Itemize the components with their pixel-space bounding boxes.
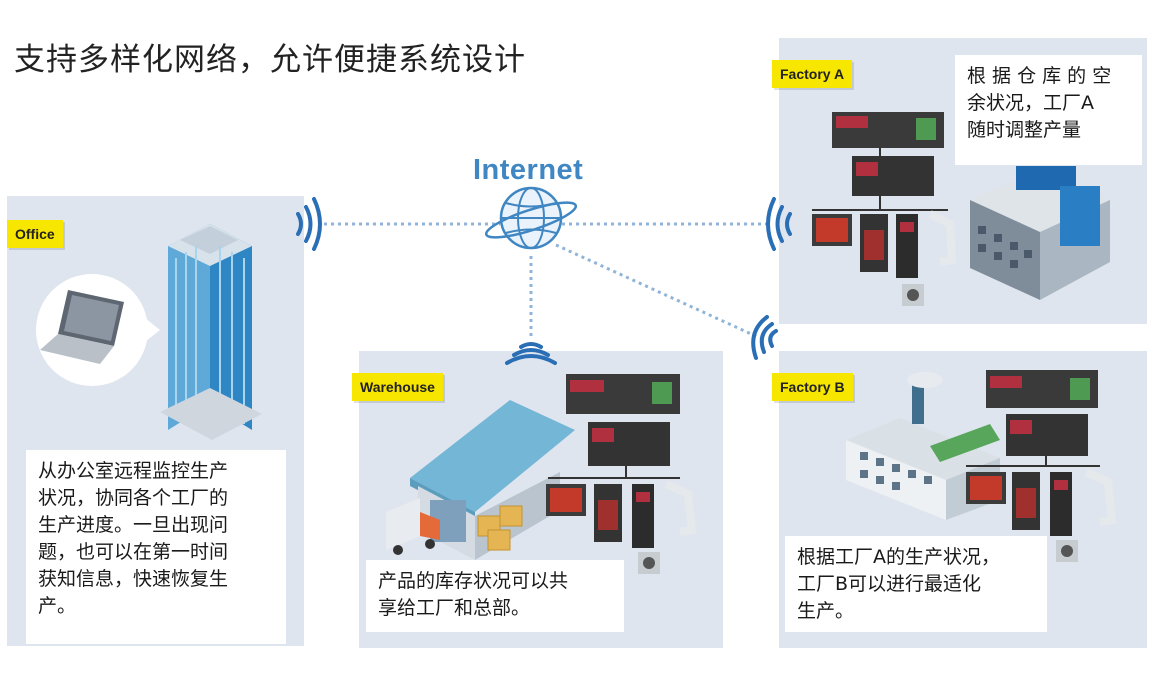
office-note-line: 从办公室远程监控生产 [38, 460, 229, 482]
office-building-icon [160, 224, 262, 440]
warehouse-note-line: 产品的库存状况可以共 [378, 570, 569, 592]
internet-label: Internet [473, 154, 584, 186]
signal-icon-warehouse [505, 342, 557, 365]
office-tag: Office [7, 220, 63, 248]
factory-a-tag: Factory A [772, 60, 853, 88]
plc-equipment-factory-b [966, 370, 1117, 562]
signal-icon-factory-b [751, 315, 778, 360]
signal-icon-office [296, 197, 322, 251]
warehouse-note: 产品的库存状况可以共 享给工厂和总部。 [366, 560, 624, 632]
office-note-line: 题，也可以在第一时间 [38, 541, 229, 563]
office-note-line: 状况，协同各个工厂的 [38, 487, 229, 509]
factory-a-note: 根 据 仓 库 的 空 余状况，工厂A 随时调整产量 [955, 55, 1142, 165]
truck-icon [386, 498, 440, 555]
plc-equipment-factory-a [812, 112, 957, 306]
factory-b-note-line: 根据工厂A的生产状况， [797, 546, 1000, 568]
office-note-line: 产。 [38, 595, 77, 617]
warehouse-tag: Warehouse [352, 373, 443, 401]
factory-a-note-line: 根 据 仓 库 的 空 [967, 65, 1112, 87]
office-note-line: 生产进度。一旦出现问 [38, 514, 229, 536]
factory-a-building-icon [970, 166, 1110, 300]
factory-a-note-line: 随时调整产量 [967, 119, 1082, 141]
laptop-icon [36, 274, 160, 386]
warehouse-note-line: 享给工厂和总部。 [378, 597, 531, 619]
factory-b-note: 根据工厂A的生产状况， 工厂B可以进行最适化 生产。 [785, 536, 1047, 632]
factory-b-note-line: 生产。 [797, 600, 855, 622]
factory-a-note-line: 余状况，工厂A [967, 92, 1094, 114]
factory-b-note-line: 工厂B可以进行最适化 [797, 573, 982, 595]
globe-icon [484, 186, 578, 250]
office-note: 从办公室远程监控生产 状况，协同各个工厂的 生产进度。一旦出现问 题，也可以在第… [26, 450, 286, 644]
warehouse-building-icon [410, 400, 575, 560]
plc-equipment-warehouse [546, 374, 697, 574]
factory-b-tag: Factory B [772, 373, 853, 401]
network-links [324, 222, 770, 340]
page-title: 支持多样化网络，允许便捷系统设计 [14, 42, 526, 78]
signal-icon-factory-a [766, 197, 792, 251]
office-note-line: 获知信息，快速恢复生 [38, 568, 229, 590]
